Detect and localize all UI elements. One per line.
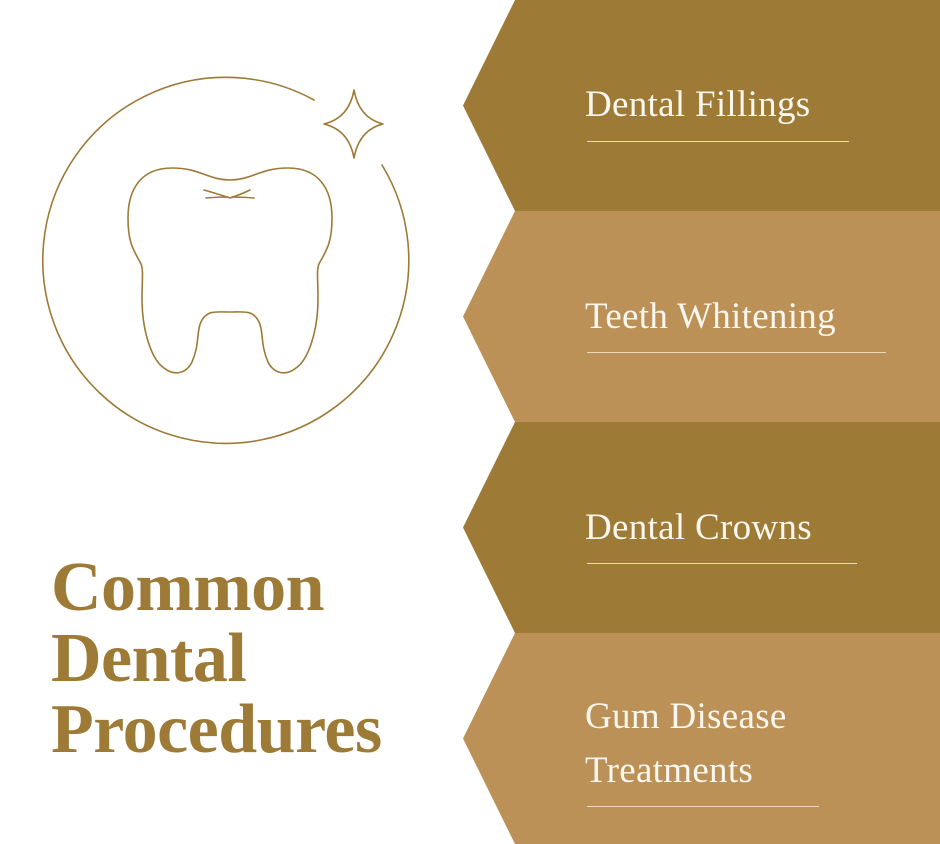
title-line-3: Procedures bbox=[51, 691, 382, 768]
title-line-1: Common bbox=[51, 549, 325, 626]
procedure-label: Teeth Whitening bbox=[585, 296, 836, 337]
divider bbox=[587, 806, 819, 807]
procedure-item-dental-fillings: Dental Fillings bbox=[462, 0, 940, 211]
procedure-label: Dental Crowns bbox=[585, 507, 812, 548]
procedure-item-dental-crowns: Dental Crowns bbox=[462, 422, 940, 633]
sparkle-icon bbox=[323, 89, 384, 159]
chevron-shape bbox=[463, 211, 940, 422]
divider bbox=[587, 563, 857, 564]
procedure-item-gum-disease-treatments: Gum Disease Treatments bbox=[462, 633, 940, 844]
tooth-outline bbox=[127, 167, 333, 374]
divider bbox=[587, 141, 849, 142]
title-line-2: Dental bbox=[51, 620, 247, 697]
divider bbox=[587, 352, 886, 353]
procedure-label: Gum Disease Treatments bbox=[585, 696, 787, 791]
procedure-item-teeth-whitening: Teeth Whitening bbox=[462, 211, 940, 422]
chevron-shape bbox=[463, 633, 940, 844]
chevron-shape bbox=[463, 0, 940, 211]
chevron-shape bbox=[463, 422, 940, 633]
circle-outline bbox=[42, 76, 410, 445]
procedure-label: Dental Fillings bbox=[585, 84, 811, 125]
page-title: Common Dental Procedures bbox=[51, 552, 382, 765]
tooth-with-sparkle-icon bbox=[42, 76, 410, 445]
tooth-emblem bbox=[40, 70, 420, 450]
